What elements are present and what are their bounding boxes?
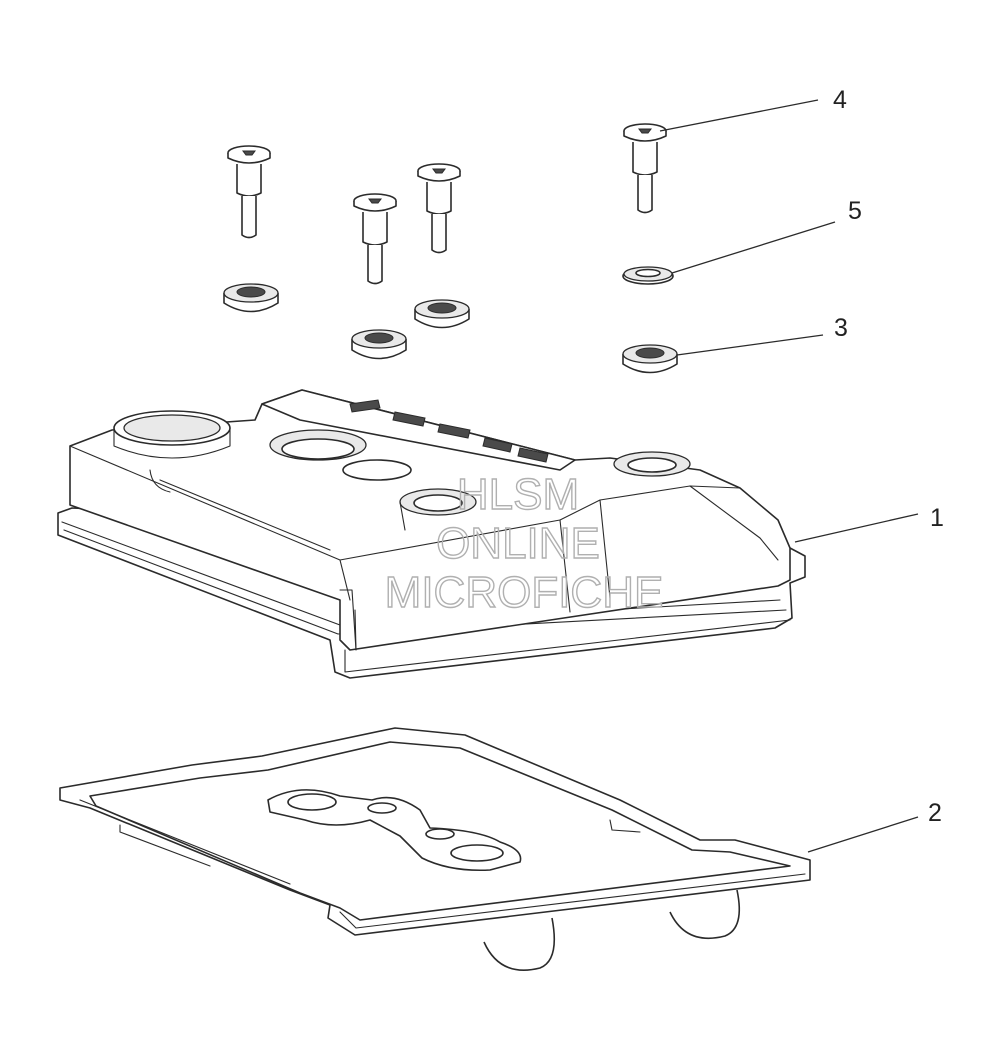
callout-5: 5 (848, 197, 862, 225)
gasket (59, 727, 811, 971)
bolt-center-left (353, 193, 397, 285)
leader-line-1 (794, 513, 919, 543)
watermark-line-1: HLSM (457, 470, 579, 519)
grommet-center-left (351, 329, 407, 360)
grommet-center-right (414, 299, 470, 329)
leader-line-3 (676, 334, 824, 356)
valve-cover (57, 389, 806, 679)
leader-line-4 (659, 99, 819, 132)
watermark-line-3: MICROFICHE (385, 568, 664, 617)
callout-3: 3 (834, 314, 848, 342)
callout-1: 1 (930, 504, 944, 532)
leader-line-2 (807, 816, 919, 853)
callout-4: 4 (833, 86, 847, 114)
watermark-line-2: ONLINE (436, 519, 600, 568)
bolt-center-right (417, 163, 461, 254)
washer (622, 266, 674, 285)
leader-line-5 (671, 221, 836, 274)
bolt-left (227, 145, 271, 239)
bolt-right (623, 123, 667, 214)
callout-2: 2 (928, 799, 942, 827)
grommet-right (622, 344, 678, 374)
grommet-left (223, 283, 279, 313)
